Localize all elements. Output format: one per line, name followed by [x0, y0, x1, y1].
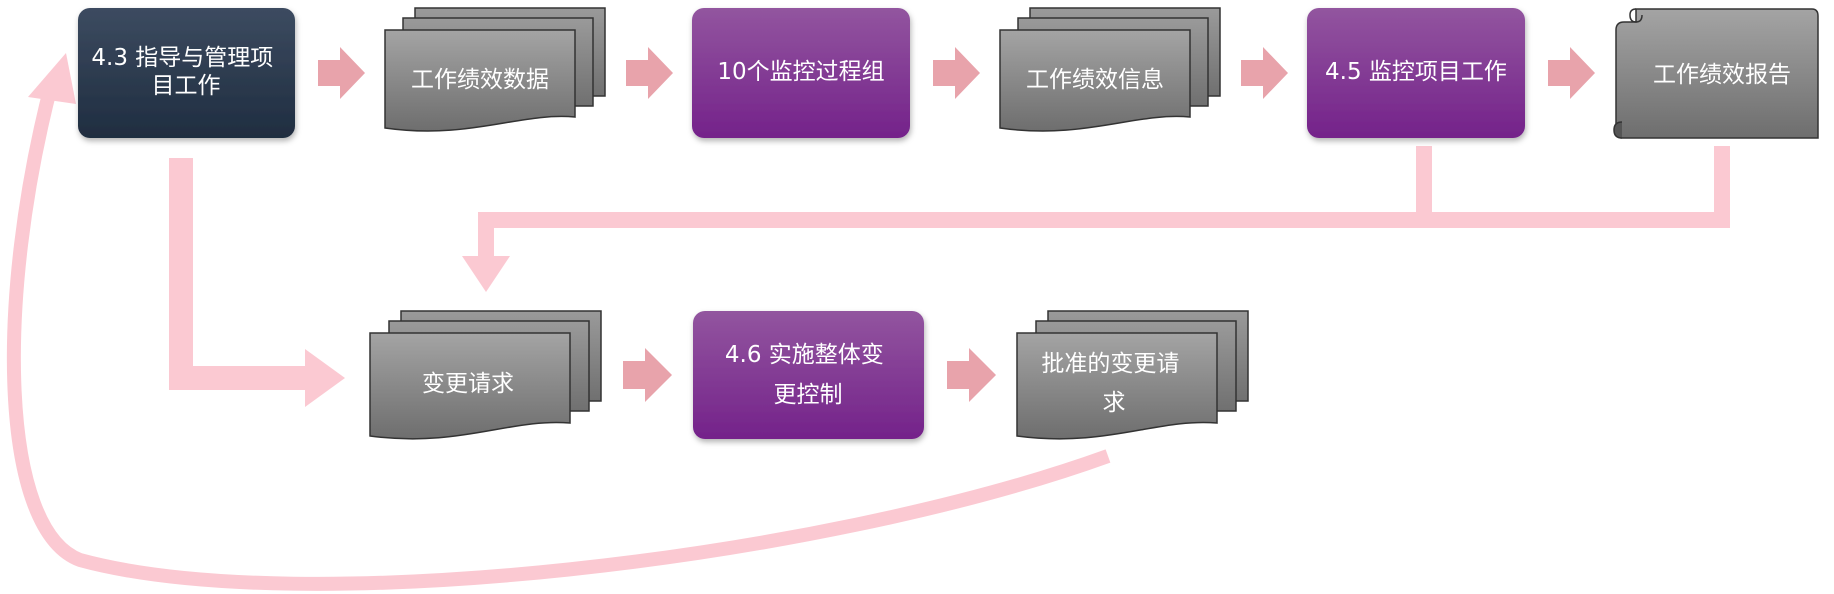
node-monitoring-process-group[interactable]: 10个监控过程组 [692, 8, 910, 138]
node-label-line: 4.3 指导与管理项 [91, 45, 273, 71]
svg-text:工作绩效报告: 工作绩效报告 [1653, 62, 1791, 88]
svg-text:批准的变更请 求: 批准的变更请 求 [1041, 351, 1186, 416]
svg-text:工作绩效信息: 工作绩效信息 [1026, 67, 1164, 93]
feedback-curve-arrow [6, 53, 1111, 591]
node-label-line: 工作绩效数据 [411, 67, 549, 93]
node-label-line: 目工作 [152, 73, 221, 99]
scroll-work-performance-report[interactable]: 工作绩效报告 [1613, 8, 1819, 139]
svg-text:10个监控过程组: 10个监控过程组 [717, 59, 884, 85]
svg-text:4.5 监控项目工作: 4.5 监控项目工作 [1325, 59, 1507, 85]
doc-work-performance-info[interactable]: 工作绩效信息 [999, 7, 1221, 132]
connector-direct-to-change-request [169, 158, 345, 407]
node-label-line: 变更请求 [422, 371, 514, 397]
svg-text:工作绩效数据: 工作绩效数据 [411, 67, 549, 93]
arrow-right-6 [623, 348, 672, 402]
node-label-line: 4.5 监控项目工作 [1325, 59, 1507, 85]
arrow-right-2 [626, 47, 673, 99]
doc-approved-change-requests[interactable]: 批准的变更请 求 [1016, 310, 1249, 440]
node-label-line: 工作绩效信息 [1026, 67, 1164, 93]
node-label-line: 更控制 [774, 382, 843, 408]
node-integrated-change-control[interactable]: 4.6 实施整体变 更控制 [693, 311, 924, 439]
arrow-right-1 [318, 47, 365, 99]
connector-monitor-report-to-change-request [462, 146, 1730, 292]
node-label-line: 批准的变更请 [1041, 351, 1179, 377]
node-label-line: 4.6 实施整体变 [725, 342, 884, 368]
flow-arrows [318, 47, 1595, 402]
svg-text:4.3 指导与管理项 目工作: 4.3 指导与管理项 目工作 [91, 45, 280, 99]
arrow-right-4 [1241, 47, 1288, 99]
arrow-right-5 [1548, 47, 1595, 99]
node-monitor-control-work[interactable]: 4.5 监控项目工作 [1307, 8, 1525, 138]
doc-work-performance-data[interactable]: 工作绩效数据 [384, 7, 606, 132]
doc-change-request[interactable]: 变更请求 [369, 310, 602, 440]
node-label-line: 求 [1103, 390, 1126, 416]
svg-text:变更请求: 变更请求 [422, 371, 514, 397]
arrow-right-7 [947, 348, 996, 402]
node-direct-manage-work[interactable]: 4.3 指导与管理项 目工作 [78, 8, 295, 138]
node-label-line: 工作绩效报告 [1653, 62, 1791, 88]
node-label-line: 10个监控过程组 [717, 59, 884, 85]
svg-text:4.6 实施整体变 更控制: 4.6 实施整体变 更控制 [725, 342, 891, 408]
arrow-right-3 [933, 47, 980, 99]
